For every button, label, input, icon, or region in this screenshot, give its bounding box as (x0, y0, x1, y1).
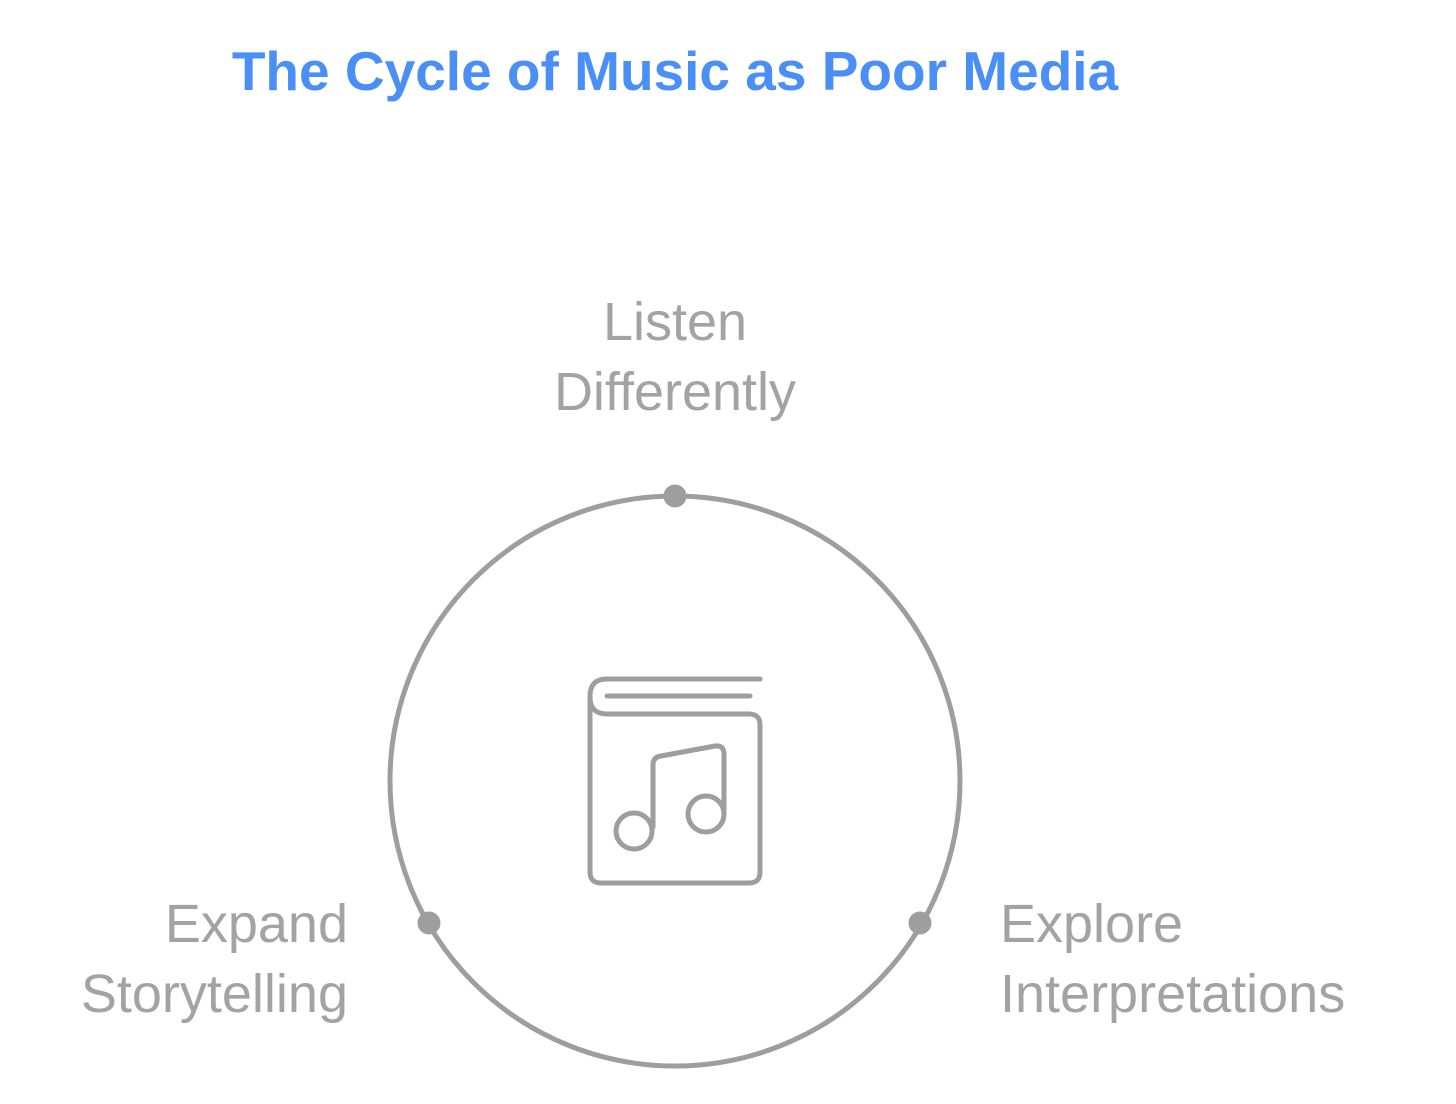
step-label-line: Interpretations (1000, 964, 1346, 1024)
diagram-title: The Cycle of Music as Poor Media (231, 40, 1119, 102)
step-label-line: Differently (553, 362, 797, 422)
step-label-listen-differently: Listen Differently (475, 287, 875, 427)
step-marker-top (663, 484, 687, 508)
step-label-line: Expand (164, 894, 348, 954)
step-label-expand-storytelling: Expand Storytelling (20, 889, 348, 1029)
music-book-icon (587, 676, 763, 886)
step-label-line: Explore (1000, 894, 1184, 954)
step-marker-bottom-left (417, 911, 441, 935)
step-marker-bottom-right (908, 911, 932, 935)
step-label-explore-interpretations: Explore Interpretations (1000, 889, 1440, 1029)
cycle-circle (387, 493, 963, 1069)
step-label-line: Listen (602, 292, 748, 352)
step-label-line: Storytelling (80, 964, 348, 1024)
